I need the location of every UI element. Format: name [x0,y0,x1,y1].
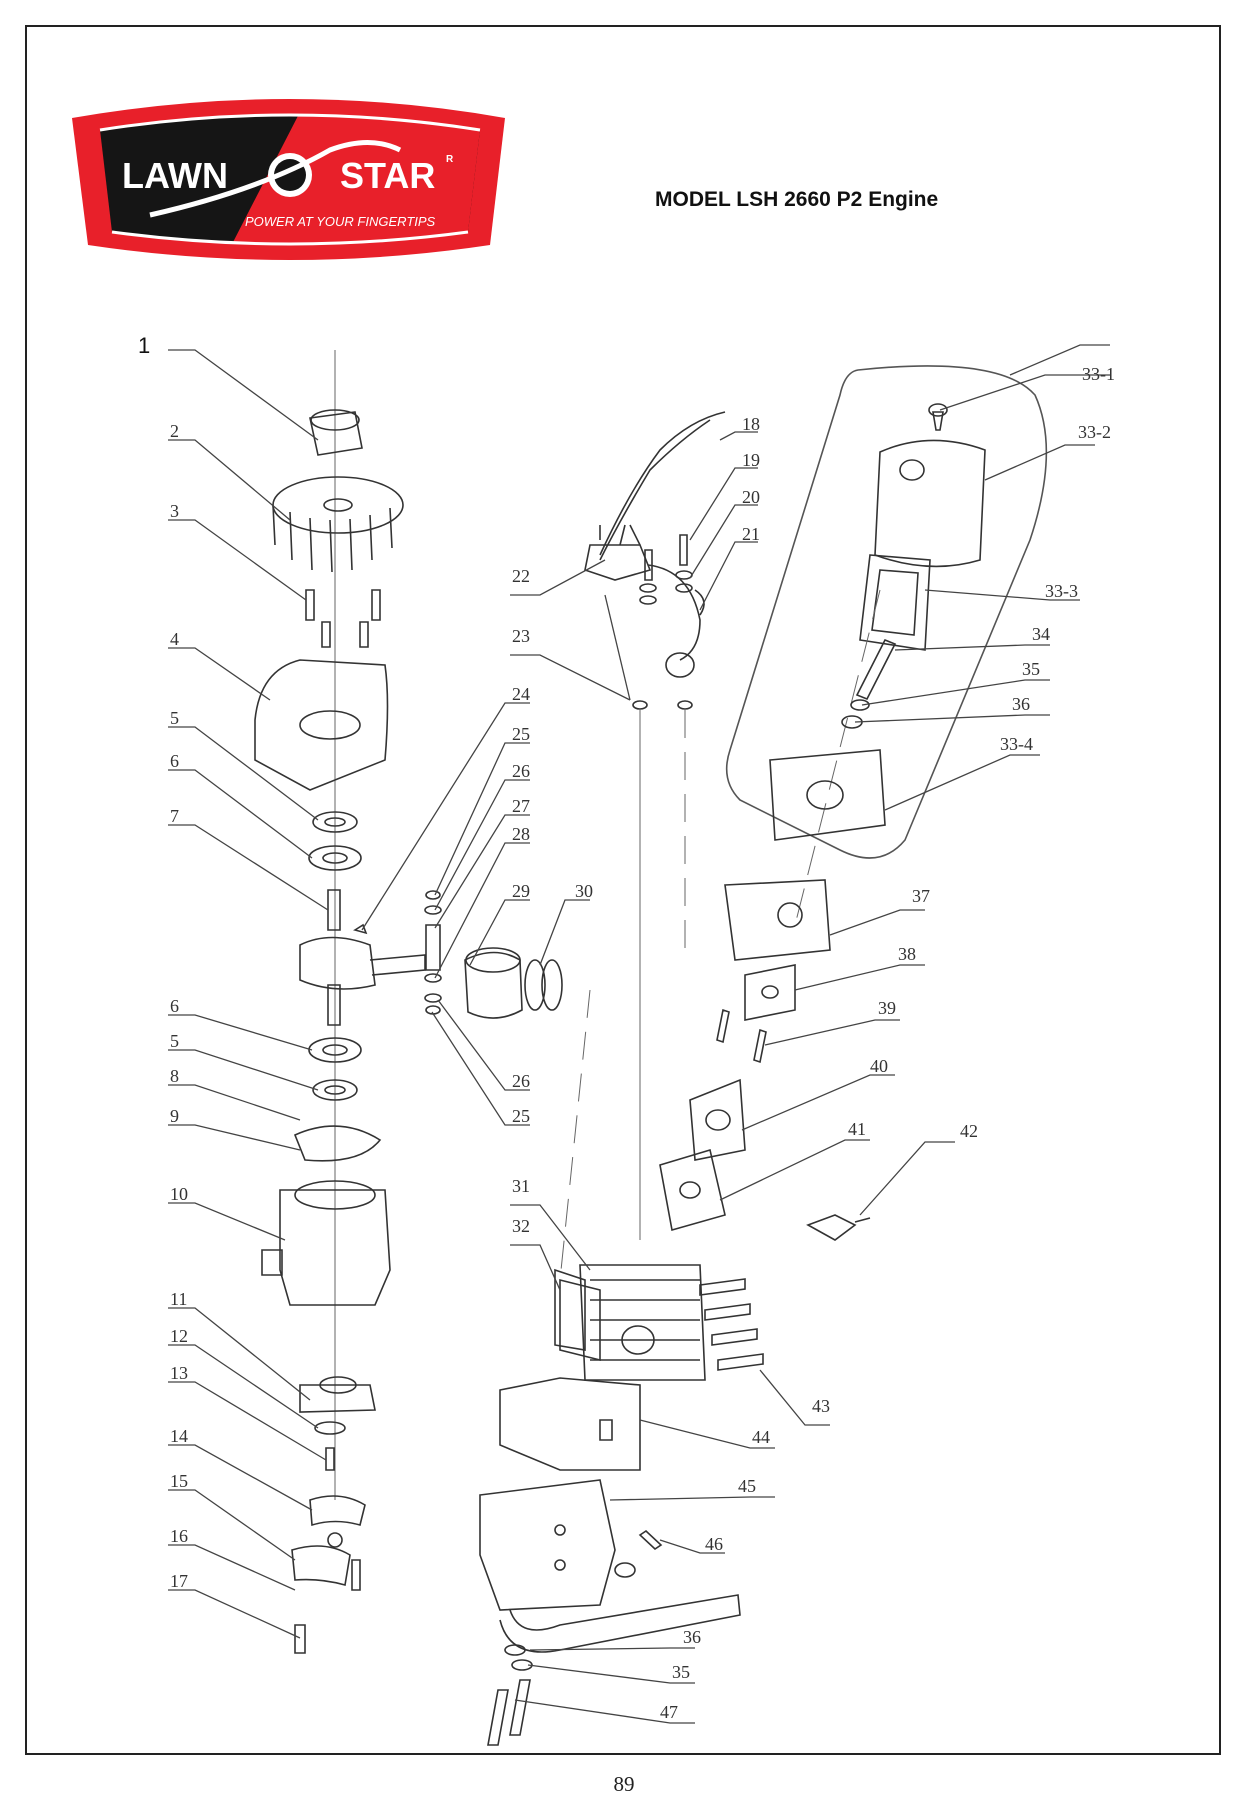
part-label-27: 27 [512,796,530,816]
part-label-2: 2 [170,421,179,441]
part-label-12: 12 [170,1326,188,1346]
page-border [25,25,1221,1755]
part-label-31: 31 [512,1176,530,1196]
part-label-26-lower: 26 [512,1071,530,1091]
part-label-24: 24 [512,684,530,704]
part-label-45: 45 [738,1476,756,1496]
part-label-17: 17 [170,1571,188,1591]
page-number: 89 [613,1772,635,1796]
part-label-28: 28 [512,824,530,844]
left-leader-lines [168,349,329,1639]
part-label-33-2: 33-2 [1078,422,1111,442]
part-label-14: 14 [170,1426,188,1446]
logo-sun-icon [149,140,402,218]
part-label-19: 19 [742,450,760,470]
part-label-7: 7 [170,806,179,826]
center-assembly-drawing [353,411,871,1746]
part-number-labels: 1 2 3 4 5 6 7 6 5 8 9 10 11 12 13 14 15 … [138,333,1115,1722]
part-label-5: 5 [170,708,179,728]
part-label-47: 47 [660,1702,678,1722]
part-label-36-lower: 36 [683,1627,701,1647]
part-label-35-lower: 35 [672,1662,690,1682]
part-label-23: 23 [512,626,530,646]
part-label-39: 39 [878,998,896,1018]
part-label-25-lower: 25 [512,1106,530,1126]
part-label-34: 34 [1032,624,1050,644]
part-label-42: 42 [960,1121,978,1141]
part-label-38: 38 [898,944,916,964]
part-label-40: 40 [870,1056,888,1076]
logo-reg-mark: R [446,154,454,165]
lawn-star-logo: LAWN STAR R POWER AT YOUR FINGERTIPS [72,99,505,260]
part-label-6: 6 [170,751,179,771]
part-label-16: 16 [170,1526,188,1546]
left-assembly-drawing [254,350,426,1654]
part-label-22: 22 [512,566,530,586]
part-label-21: 21 [742,524,760,544]
part-label-25: 25 [512,724,530,744]
part-label-44: 44 [752,1427,770,1447]
logo-tagline: POWER AT YOUR FINGERTIPS [245,214,436,229]
part-label-43: 43 [812,1396,830,1416]
part-label-35: 35 [1022,659,1040,679]
part-label-11: 11 [170,1289,187,1309]
part-label-13: 13 [170,1363,188,1383]
part-label-32: 32 [512,1216,530,1236]
part-label-4: 4 [170,629,179,649]
page-title: MODEL LSH 2660 P2 Engine [655,188,939,211]
part-label-8: 8 [170,1066,179,1086]
part-label-18: 18 [742,414,760,434]
part-label-1: 1 [138,333,150,358]
part-label-3: 3 [170,501,179,521]
part-label-46: 46 [705,1534,723,1554]
part-label-9: 9 [170,1106,179,1126]
right-leader-lines [719,344,1110,1201]
right-assembly-drawing [659,365,1048,1232]
part-label-20: 20 [742,487,760,507]
part-label-33-1: 33-1 [1082,364,1115,384]
part-label-37: 37 [912,886,930,906]
part-label-10: 10 [170,1184,188,1204]
part-label-33-3: 33-3 [1045,581,1078,601]
logo-right-word: STAR [340,155,435,196]
part-label-5-lower: 5 [170,1031,179,1051]
part-label-15: 15 [170,1471,188,1491]
part-label-36: 36 [1012,694,1030,714]
center-leader-lines [361,431,955,1724]
part-label-41: 41 [848,1119,866,1139]
part-label-26: 26 [512,761,530,781]
logo-left-word: LAWN [122,155,228,196]
part-label-29: 29 [512,881,530,901]
part-label-33-4: 33-4 [1000,734,1033,754]
part-label-30: 30 [575,881,593,901]
part-label-6-lower: 6 [170,996,179,1016]
